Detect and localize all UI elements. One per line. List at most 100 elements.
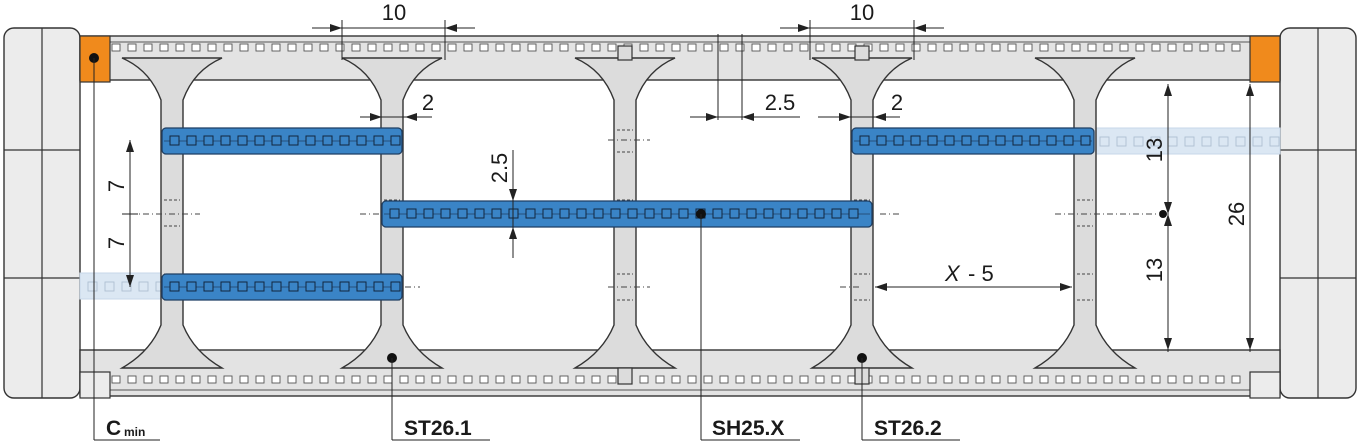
ghost-slot (1116, 136, 1127, 147)
shelf-slot (390, 135, 401, 146)
rail-tooth (943, 43, 953, 52)
rail-tooth (511, 375, 521, 384)
shelf-slot (1046, 135, 1057, 146)
rail-tooth (815, 375, 825, 384)
shelf-slot (961, 135, 972, 146)
ghost-slot (1252, 136, 1263, 147)
rail-tooth (479, 375, 489, 384)
rail-tooth (543, 375, 553, 384)
right-mounting-bracket (1279, 27, 1357, 399)
rail-tooth (207, 375, 217, 384)
shelf-slot (186, 135, 197, 146)
shelf-slot (169, 135, 180, 146)
rail-tooth (943, 375, 953, 384)
shelf-slot (373, 135, 384, 146)
rail-tooth (111, 375, 121, 384)
rail-tooth (495, 375, 505, 384)
rail-tooth (335, 375, 345, 384)
rail-tooth (1231, 375, 1241, 384)
shelf-slot (186, 281, 197, 292)
shelf-slot (457, 208, 468, 219)
rail-tooth (1119, 375, 1129, 384)
rail-tooth (1183, 375, 1193, 384)
rail-tooth (1055, 375, 1065, 384)
rail-tooth (703, 43, 713, 52)
rail-tooth (319, 375, 329, 384)
rail-tooth (895, 375, 905, 384)
shelf-slot (288, 135, 299, 146)
right-end-block (1249, 35, 1281, 83)
rail-tooth (287, 43, 297, 52)
separator-top-notch (854, 45, 870, 61)
shelf-slot (288, 281, 299, 292)
rail-tooth (1135, 375, 1145, 384)
rail-tooth (719, 375, 729, 384)
shelf-slot (593, 208, 604, 219)
shelf-slot (169, 281, 180, 292)
rail-tooth (719, 43, 729, 52)
rail-tooth (239, 375, 249, 384)
rail-tooth (911, 375, 921, 384)
rail-tooth (879, 43, 889, 52)
left-mounting-bracket (3, 27, 81, 399)
shelf-slot (525, 208, 536, 219)
label-cmin-subscript: min (124, 425, 145, 439)
shelf-slot (373, 281, 384, 292)
shelf-slot (978, 135, 989, 146)
dim-half-height-upper: 13 (1142, 138, 1167, 162)
rail-tooth (703, 375, 713, 384)
rail-tooth (399, 43, 409, 52)
rail-tooth (239, 43, 249, 52)
separator-profile (119, 57, 225, 369)
dim-spacing-lower: 7 (104, 237, 129, 249)
shelf-slot (610, 208, 621, 219)
rail-tooth (1087, 375, 1097, 384)
rail-tooth (1087, 43, 1097, 52)
right-lower-cap (1249, 371, 1281, 399)
shelf-slot (406, 208, 417, 219)
label-sh25-x: SH25.X (712, 417, 784, 440)
shelf-slot (678, 208, 689, 219)
rail-tooth (1007, 43, 1017, 52)
shelf-slot (389, 208, 400, 219)
rail-tooth (783, 43, 793, 52)
shelf-slot (1063, 135, 1074, 146)
rail-tooth (1183, 43, 1193, 52)
shelf-slot (203, 281, 214, 292)
rail-tooth (767, 375, 777, 384)
rail-tooth (735, 375, 745, 384)
rail-tooth (111, 43, 121, 52)
rail-tooth (607, 375, 617, 384)
rail-tooth (639, 375, 649, 384)
shelf-slot (356, 281, 367, 292)
shelf-slot (542, 208, 553, 219)
ghost-slot (1235, 136, 1246, 147)
ghost-slot (1184, 136, 1195, 147)
shelf-slot (995, 135, 1006, 146)
label-cmin: C (106, 417, 121, 440)
rail-tooth (447, 43, 457, 52)
rail-tooth (175, 43, 185, 52)
shelf-slot (927, 135, 938, 146)
arrowheads (126, 24, 1254, 350)
shelf-slot (1080, 135, 1091, 146)
shelf-slot (661, 208, 672, 219)
rail-tooth (1103, 43, 1113, 52)
dim-top-left-width: 10 (382, 0, 406, 25)
shelf-slot (356, 135, 367, 146)
rail-tooth (127, 375, 137, 384)
shelf-slot (627, 208, 638, 219)
dim-left-web-gap: 2 (422, 90, 434, 115)
ghost-slot (1269, 136, 1280, 147)
rail-tooth (383, 375, 393, 384)
rail-tooth (191, 43, 201, 52)
label-st26-1: ST26.1 (404, 417, 472, 440)
ghost-slot (1150, 136, 1161, 147)
ghost-slot (1218, 136, 1229, 147)
rail-tooth (1167, 375, 1177, 384)
shelf-slot (712, 208, 723, 219)
shelf-slot (237, 135, 248, 146)
rail-tooth (831, 43, 841, 52)
dim-spacing-upper: 7 (104, 180, 129, 192)
dim-span-x-var: X (944, 261, 961, 286)
